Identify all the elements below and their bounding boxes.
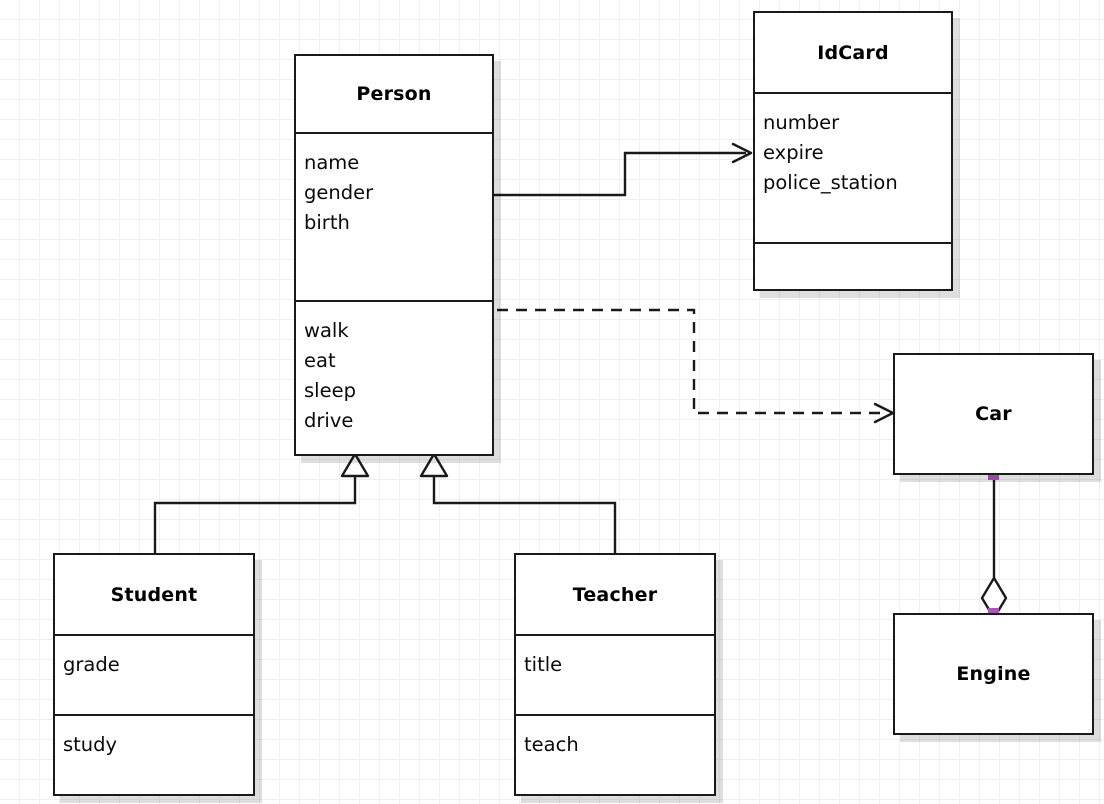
class-name-teacher: Teacher [572,583,658,606]
association-person-idcard[interactable] [494,142,753,197]
attribute-item: grade [63,653,120,676]
operations-student: study [55,714,253,794]
operations-person: walk eat sleep drive [296,300,492,454]
dependency-person-car[interactable] [497,308,895,424]
class-box-student[interactable]: Student grade study [53,553,255,796]
operation-item: drive [304,409,354,432]
operation-item: teach [524,733,579,756]
attribute-item: birth [304,211,350,234]
class-name-idcard: IdCard [817,41,889,64]
aggregation-car-engine[interactable] [980,475,1008,620]
operations-idcard [755,242,951,289]
attributes-idcard: number expire police_station [755,92,951,242]
class-box-car[interactable]: Car [893,353,1094,475]
attributes-student: grade [55,634,253,714]
generalization-teacher-person[interactable] [419,452,617,553]
class-box-idcard[interactable]: IdCard number expire police_station [753,11,953,291]
attribute-item: gender [304,181,374,204]
operation-item: study [63,733,118,756]
attribute-item: expire [763,141,824,164]
operations-teacher: teach [516,714,714,794]
attribute-item: title [524,653,563,676]
operation-item: eat [304,349,336,372]
class-name-student: Student [110,583,198,606]
attribute-item: number [763,111,840,134]
attributes-person: name gender birth [296,132,492,300]
class-name-person: Person [356,83,432,105]
attributes-teacher: title [516,634,714,714]
class-box-engine[interactable]: Engine [893,613,1094,735]
class-name-engine: Engine [956,663,1031,685]
class-box-teacher[interactable]: Teacher title teach [514,553,716,796]
class-box-person[interactable]: Person name gender birth walk eat sleep … [294,54,494,456]
attribute-item: name [304,151,360,174]
operation-item: sleep [304,379,356,402]
attribute-item: police_station [763,171,898,194]
generalization-student-person[interactable] [153,452,370,553]
class-name-car: Car [975,403,1012,425]
operation-item: walk [304,319,349,342]
